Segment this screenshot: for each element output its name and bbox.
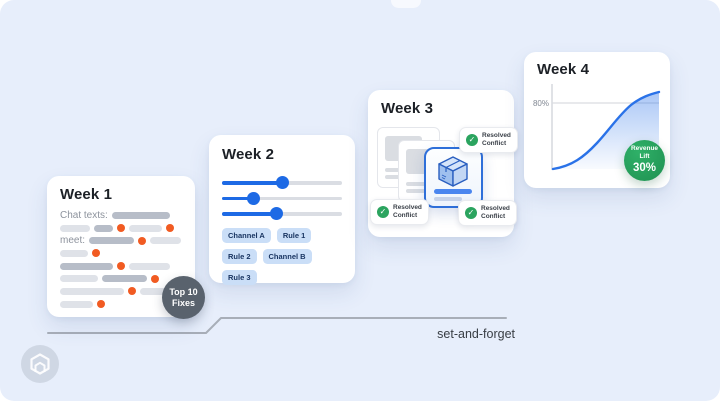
slider-fill xyxy=(222,196,254,200)
slider[interactable] xyxy=(222,191,342,207)
badge-line2: Conflict xyxy=(393,212,418,220)
highlight-dot xyxy=(92,249,100,258)
text-pill xyxy=(89,237,135,245)
check-icon: ✓ xyxy=(466,134,478,147)
badge-line1: Resolved xyxy=(393,204,422,211)
text-pill xyxy=(129,262,170,270)
slider[interactable] xyxy=(222,206,342,222)
text-pill xyxy=(102,275,147,283)
text-pill xyxy=(60,262,113,270)
highlight-dot xyxy=(128,287,136,296)
week1-text-label: meet: xyxy=(60,235,86,247)
chip-rule-1[interactable]: Rule 1 xyxy=(276,228,312,243)
highlight-dot xyxy=(97,300,105,309)
text-pill xyxy=(94,224,113,232)
redaction-row xyxy=(60,285,187,298)
chip-channel-b[interactable]: Channel B xyxy=(262,249,312,264)
highlight-dot xyxy=(166,224,174,233)
week2-title: Week 2 xyxy=(222,146,275,163)
week2-card: Week 2 Channel A Rule 1 Rule 2 Channel B Rul… xyxy=(209,135,355,285)
set-and-forget-label: set-and-forget xyxy=(437,327,515,341)
text-pill xyxy=(60,300,93,308)
text-pill xyxy=(140,287,167,295)
redaction-row: meet: xyxy=(60,234,187,247)
slider[interactable] xyxy=(222,175,342,191)
revenue-badge-line2: Lift xyxy=(639,153,650,161)
resolved-conflict-text: Resolved Conflict xyxy=(393,204,422,220)
redaction-row xyxy=(60,247,187,260)
growth-curve xyxy=(551,90,661,171)
slider-thumb[interactable] xyxy=(246,191,260,205)
redaction-row: Chat texts: xyxy=(60,209,187,222)
cropped-card-edge xyxy=(391,0,421,8)
week1-card: Week 1 Chat texts: meet: Top 10 Fixes xyxy=(47,176,205,319)
chip-rule-3[interactable]: Rule 3 xyxy=(222,270,257,285)
badge-line1: Resolved xyxy=(481,205,510,212)
check-icon: ✓ xyxy=(465,207,477,220)
resolved-conflict-badge: ✓ Resolved Conflict xyxy=(370,199,429,226)
top10-fixes-badge: Top 10 Fixes xyxy=(162,276,205,319)
slider-fill xyxy=(222,181,282,185)
slider-fill xyxy=(222,212,276,216)
highlight-dot xyxy=(151,274,159,283)
chip-rule-2[interactable]: Rule 2 xyxy=(222,249,257,264)
top10-badge-line1: Top 10 xyxy=(169,287,198,298)
text-pill xyxy=(150,237,182,245)
text-pill xyxy=(129,224,162,232)
highlight-dot xyxy=(117,262,125,271)
badge-line2: Conflict xyxy=(481,213,506,221)
revenue-lift-badge: Revenue Lift 30% xyxy=(624,140,665,181)
text-pill xyxy=(60,275,98,283)
revenue-badge-line1: Revenue xyxy=(630,145,659,153)
redaction-row xyxy=(60,222,187,235)
text-pill xyxy=(111,211,170,219)
week4-title: Week 4 xyxy=(537,61,590,78)
slider-thumb[interactable] xyxy=(269,207,283,221)
top10-badge-line2: Fixes xyxy=(171,297,195,308)
text-line-placeholder xyxy=(406,189,436,193)
week1-rows: Chat texts: meet: xyxy=(60,209,187,311)
week2-chips: Channel A Rule 1 Rule 2 Channel B Rule 3 xyxy=(222,228,346,285)
week1-text-label: Chat texts: xyxy=(60,209,108,221)
text-pill xyxy=(60,287,124,295)
week1-title: Week 1 xyxy=(60,186,113,203)
y-tick-80: 80% xyxy=(533,99,549,108)
text-pill xyxy=(60,249,88,257)
slider-track[interactable] xyxy=(222,196,342,200)
resolved-conflict-text: Resolved Conflict xyxy=(482,132,511,148)
package-card xyxy=(424,147,483,208)
package-box-icon xyxy=(438,156,468,187)
week3-title: Week 3 xyxy=(381,100,434,117)
highlight-dot xyxy=(117,224,125,233)
week4-card: Week 4 80% Revenue Lift 30% xyxy=(524,52,670,188)
slider-thumb[interactable] xyxy=(275,176,289,190)
redaction-row xyxy=(60,260,187,273)
text-pill xyxy=(60,224,90,232)
hexagon-logo-icon xyxy=(21,345,59,383)
progress-pill-secondary xyxy=(434,197,462,201)
revenue-badge-value: 30% xyxy=(632,161,657,174)
badge-line1: Resolved xyxy=(482,132,511,139)
highlight-dot xyxy=(138,236,147,245)
redaction-row xyxy=(60,298,187,311)
check-icon: ✓ xyxy=(377,206,389,219)
week3-card: Week 3 ✓ Resolved xyxy=(368,90,518,237)
resolved-conflict-text: Resolved Conflict xyxy=(481,205,510,221)
resolved-conflict-badge: ✓ Resolved Conflict xyxy=(459,127,518,154)
progress-pill xyxy=(434,189,472,194)
chip-channel-a[interactable]: Channel A xyxy=(222,228,271,243)
badge-line2: Conflict xyxy=(482,140,507,148)
week2-sliders xyxy=(222,175,342,222)
redaction-row xyxy=(60,272,187,285)
resolved-conflict-badge: ✓ Resolved Conflict xyxy=(458,200,517,227)
